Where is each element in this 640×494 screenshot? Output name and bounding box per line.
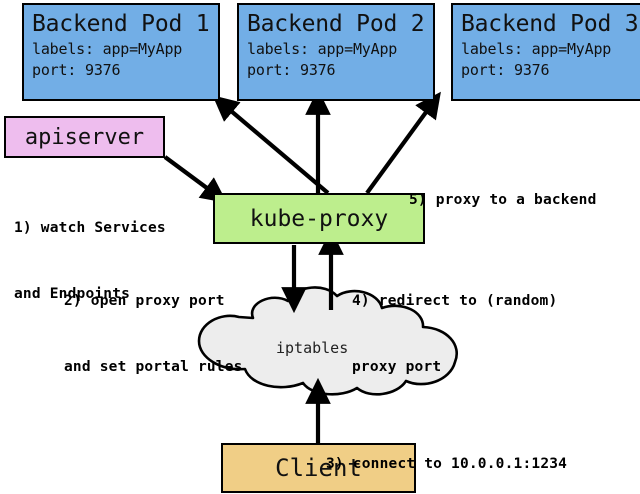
- backend-pod-1-port: port: 9376: [32, 61, 121, 79]
- kube-proxy-node[interactable]: kube-proxy: [213, 193, 425, 244]
- step-1-line-2: and Endpoints: [14, 286, 131, 302]
- backend-pod-1-title: Backend Pod 1: [32, 11, 210, 37]
- backend-pod-3[interactable]: Backend Pod 3 labels: app=MyApp port: 93…: [451, 3, 640, 101]
- step-4-line-1: 4) redirect to (random): [352, 293, 558, 309]
- step-4-annotation: 4) redirect to (random) proxy port: [352, 246, 557, 422]
- iptables-label: iptables: [276, 339, 349, 357]
- step-2-line-1: 2) open proxy port: [64, 293, 225, 309]
- backend-pod-2-port: port: 9376: [247, 61, 336, 79]
- arrow-apiserver-to-kubeproxy: [163, 155, 228, 203]
- step-2-annotation: 2) open proxy port and set portal rules: [64, 246, 243, 422]
- backend-pod-3-port: port: 9376: [461, 61, 550, 79]
- backend-pod-2[interactable]: Backend Pod 2 labels: app=MyApp port: 93…: [237, 3, 435, 101]
- step-3-line-1: 3) connect to 10.0.0.1:1234: [326, 456, 568, 472]
- client-label: Client: [275, 454, 362, 482]
- kube-proxy-label: kube-proxy: [249, 205, 389, 232]
- client-node[interactable]: Client: [221, 443, 416, 493]
- backend-pod-2-labels: labels: app=MyApp: [247, 40, 398, 58]
- backend-pod-1[interactable]: Backend Pod 1 labels: app=MyApp port: 93…: [22, 3, 220, 101]
- backend-pod-3-labels: labels: app=MyApp: [461, 40, 612, 58]
- backend-pod-2-title: Backend Pod 2: [247, 11, 425, 37]
- backend-pod-1-labels: labels: app=MyApp: [32, 40, 183, 58]
- step-1-line-1: 1) watch Services: [14, 220, 166, 236]
- step-5-annotation: 5) proxy to a backend: [409, 145, 597, 255]
- step-1-annotation: 1) watch Services and Endpoints: [14, 173, 166, 349]
- backend-pod-3-title: Backend Pod 3: [461, 11, 639, 37]
- apiserver-node[interactable]: apiserver: [4, 116, 165, 158]
- step-5-line-1: 5) proxy to a backend: [409, 192, 597, 208]
- apiserver-label: apiserver: [24, 124, 145, 150]
- step-3-annotation: 3) connect to 10.0.0.1:1234: [326, 409, 567, 494]
- step-2-line-2: and set portal rules: [64, 359, 243, 375]
- arrow-kubeproxy-to-pod1: [212, 95, 330, 195]
- step-4-line-2: proxy port: [352, 359, 442, 375]
